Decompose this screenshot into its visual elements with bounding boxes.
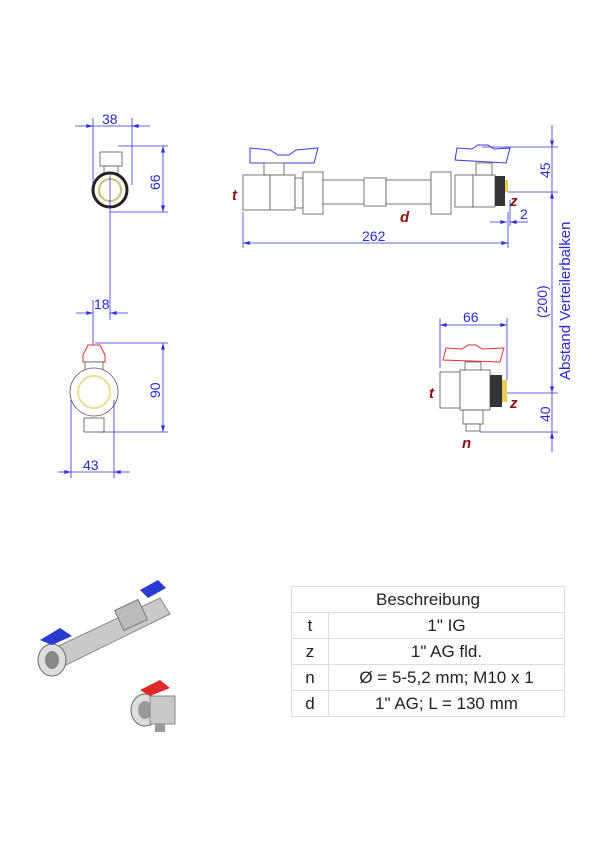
row-key: t [291, 612, 329, 639]
dim-handle-height: 45 [537, 162, 553, 178]
table-header: Beschreibung [291, 586, 565, 613]
dim-bottom-width: 43 [83, 457, 99, 473]
label-t-assembly: t [232, 187, 238, 204]
dim-top-height: 66 [147, 174, 163, 190]
row-value: 1" AG fld. [328, 638, 565, 665]
dim-top-width: 38 [102, 111, 118, 127]
dim-drain-height: 40 [537, 406, 553, 422]
row-value: 1" AG; L = 130 mm [328, 690, 565, 717]
drain-valve-side-view: 66 t z n 40 [429, 309, 558, 452]
label-d: d [400, 209, 410, 226]
label-n: n [462, 435, 471, 452]
product-photo-drain-valve [130, 680, 176, 732]
dim-distance: (200) [534, 285, 550, 318]
dim-length: 262 [362, 228, 386, 244]
dim-thread-gap: 2 [520, 206, 528, 222]
row-value: 1" IG [328, 612, 565, 639]
row-key: d [291, 690, 329, 717]
row-value: Ø = 5-5,2 mm; M10 x 1 [328, 664, 565, 691]
dim-bottom-height: 90 [147, 382, 163, 398]
label-t-valve: t [429, 385, 435, 402]
row-key: n [291, 664, 329, 691]
end-view-bottom: 18 90 43 [58, 296, 168, 478]
dim-valve-width: 66 [463, 309, 479, 325]
row-key: z [291, 638, 329, 665]
label-z-assembly: z [509, 193, 518, 210]
dim-distance-label: Abstand Verteilerbalken [557, 222, 574, 380]
assembly-side-view: t d z 262 2 45 (200) Abstand Verteilerba… [232, 125, 574, 394]
product-photo-assembly [37, 580, 171, 677]
dim-offset: 18 [94, 296, 110, 312]
label-z-valve: z [509, 395, 518, 412]
end-view-top: 38 66 [75, 111, 168, 320]
